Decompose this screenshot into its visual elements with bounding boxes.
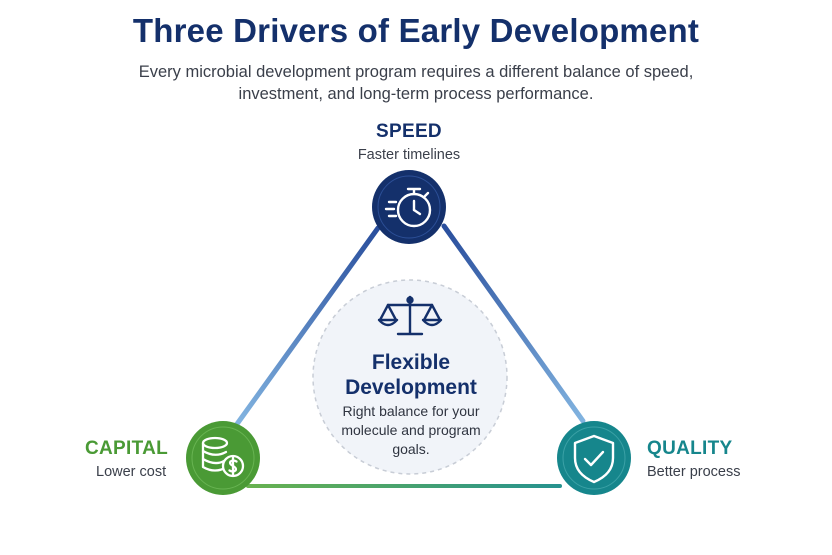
shield-check-icon bbox=[573, 434, 615, 484]
quality-label: QUALITY bbox=[647, 438, 733, 459]
page-title: Three Drivers of Early Development bbox=[132, 12, 700, 49]
speed-label: SPEED bbox=[376, 121, 442, 142]
center-description: Right balance for your molecule and prog… bbox=[341, 403, 481, 457]
capital-label: CAPITAL bbox=[85, 438, 169, 459]
quality-description: Better process bbox=[647, 464, 741, 480]
speed-description: Faster timelines bbox=[357, 147, 461, 163]
speed-node bbox=[372, 170, 446, 244]
connector-speed-capital bbox=[234, 225, 381, 427]
quality-node bbox=[557, 421, 631, 495]
center-circle bbox=[312, 279, 508, 475]
connector-speed-quality bbox=[441, 223, 586, 424]
page-subtitle: Every microbial development program requ… bbox=[138, 63, 694, 103]
capital-description: Lower cost bbox=[96, 464, 167, 480]
balance-scale-icon bbox=[377, 295, 443, 336]
coins-dollar-icon bbox=[201, 436, 245, 478]
capital-node bbox=[186, 421, 260, 495]
center-title: Flexible Development bbox=[345, 351, 477, 399]
stopwatch-icon bbox=[384, 187, 432, 228]
